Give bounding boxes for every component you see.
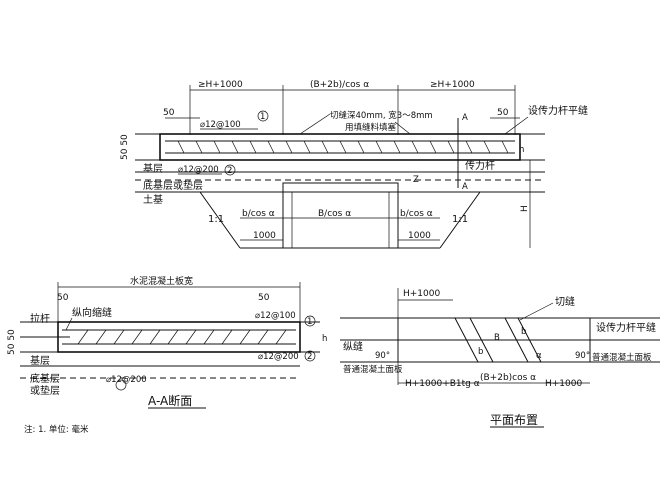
note-cut: 切缝深40mm, 宽3～8mm bbox=[330, 110, 433, 121]
dim-50-left: 50 bbox=[163, 108, 175, 118]
plan-angle-right: 90° bbox=[575, 351, 590, 361]
dim-right-label: ≥H+1000 bbox=[430, 80, 475, 90]
plan-dim-bottom-left: H+1000+B1tg α bbox=[405, 379, 480, 389]
plan-label-B: B bbox=[494, 333, 500, 343]
section-a-top: A bbox=[462, 113, 468, 123]
dim-50-right: 50 bbox=[497, 108, 509, 118]
dim-z: Z bbox=[413, 175, 419, 185]
concrete-slab bbox=[159, 133, 521, 161]
section-a-bot: A bbox=[462, 182, 468, 192]
aa-title: A-A断面 bbox=[148, 393, 192, 408]
dim-H: H bbox=[520, 205, 530, 212]
aa-rebar-top: ⌀12@100 bbox=[255, 311, 296, 321]
plan-title: 平面布置 bbox=[490, 413, 538, 427]
plan-label-long-joint: 纵缝 bbox=[343, 340, 363, 353]
top-section: ≥H+1000 (B+2b)/cos α ≥H+1000 50 50 50 50… bbox=[120, 80, 588, 249]
plan-label-b-left: b bbox=[478, 347, 483, 357]
dim-bcos-left: b/cos α bbox=[242, 209, 275, 219]
aa-dim-width: 水泥混凝土板宽 bbox=[130, 275, 193, 287]
plan-dim-bottom-right: H+1000 bbox=[545, 379, 582, 389]
marker-1-text: 1 bbox=[260, 112, 265, 122]
plan-label-right-slab: 普通混凝土面板 bbox=[592, 352, 652, 363]
aa-dim-50-right: 50 bbox=[258, 293, 270, 303]
aa-dim-50-left: 50 bbox=[57, 293, 69, 303]
plan-dim-bottom-mid: (B+2b)cos α bbox=[480, 373, 536, 383]
label-subbase: 底基层或垫层 bbox=[143, 179, 203, 192]
plan-angle-left: 90° bbox=[375, 351, 390, 361]
aa-slab bbox=[57, 321, 301, 353]
plan-label-alpha: α bbox=[536, 351, 542, 361]
note-fill: 用填缝料填塞 bbox=[345, 122, 397, 133]
marker-2-text: 2 bbox=[227, 166, 232, 176]
marker-2-circle bbox=[224, 164, 236, 176]
aa-rebar-bot: ⌀12@200 bbox=[258, 352, 299, 362]
label-base: 基层 bbox=[143, 162, 163, 175]
dim-left-label: ≥H+1000 bbox=[198, 80, 243, 90]
aa-marker-2: 2 bbox=[307, 352, 312, 362]
plan-label-dowel: 设传力杆平缝 bbox=[596, 321, 656, 334]
marker-1-circle bbox=[257, 110, 269, 122]
dim-1000-left: 1000 bbox=[253, 231, 276, 241]
aa-marker-1: 1 bbox=[307, 317, 312, 327]
note-dowel-plane: 设传力杆平缝 bbox=[528, 104, 588, 117]
plan-dim-top: H+1000 bbox=[403, 289, 440, 299]
dim-1000-right: 1000 bbox=[408, 231, 431, 241]
aa-label-cushion: 或垫层 bbox=[30, 384, 60, 397]
aa-label-long-joint: 纵向缩缝 bbox=[72, 306, 112, 319]
aa-dim-50-50: 50 50 bbox=[7, 329, 17, 355]
footnote: 注: 1. 单位: 毫米 bbox=[24, 424, 89, 435]
slope-left: 1:1 bbox=[208, 214, 224, 225]
plan-label-cut: 切缝 bbox=[555, 295, 575, 308]
rebar-bot-label: ⌀12@200 bbox=[178, 165, 219, 175]
plan-label-left-slab: 普通混凝土面板 bbox=[343, 364, 403, 375]
plan-label-b-right: b bbox=[521, 327, 526, 337]
aa-label-tie-bar: 拉杆 bbox=[30, 312, 50, 325]
dim-h-top: h bbox=[519, 145, 524, 155]
dim-Bcos: B/cos α bbox=[318, 209, 351, 219]
aa-label-sub: 底基层 bbox=[30, 372, 60, 385]
section-aa: 水泥混凝土板宽 50 50 50 50 拉杆 纵向缩缝 ⌀12@100 1 ⌀1… bbox=[7, 275, 327, 409]
dim-50-50-top: 50 50 bbox=[120, 134, 130, 160]
aa-dim-h: h bbox=[322, 334, 327, 344]
slope-right: 1:1 bbox=[452, 214, 468, 225]
rebar-top-label: ⌀12@100 bbox=[200, 120, 241, 130]
note-dowel: 传力杆 bbox=[465, 159, 495, 172]
label-soil: 土基 bbox=[143, 193, 163, 206]
aa-rebar-bot-2: ⌀12@200 bbox=[106, 375, 147, 385]
aa-label-base: 基层 bbox=[30, 354, 50, 367]
dim-mid-label: (B+2b)/cos α bbox=[310, 80, 369, 90]
plan-view: H+1000 b B b α 切缝 设传力杆平缝 纵缝 90° 90° 普通混凝… bbox=[340, 288, 660, 428]
dim-bcos-right: b/cos α bbox=[400, 209, 433, 219]
